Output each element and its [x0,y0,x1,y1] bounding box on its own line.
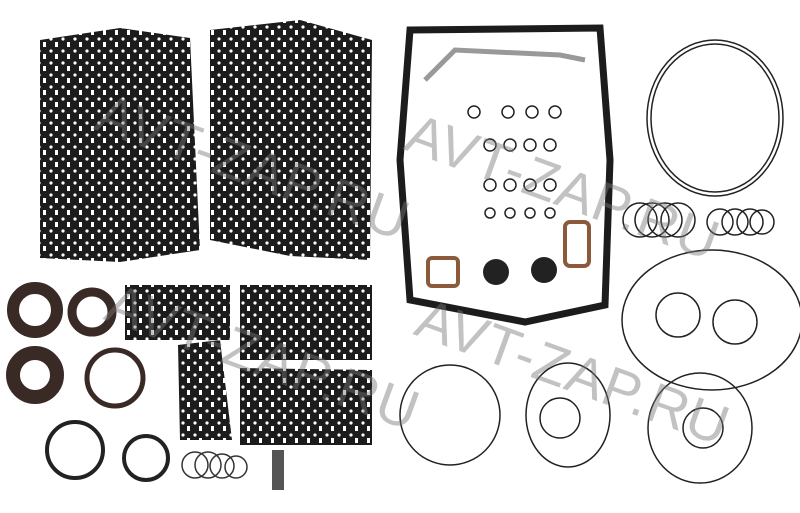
shaft-seal [6,346,64,404]
shaft-seal [7,282,63,338]
small-plate-1 [125,285,230,340]
shaft-seal [67,287,117,337]
small-plate-4 [240,368,372,445]
plug [483,259,509,285]
valve-plate-left [40,28,200,262]
oil-pan-gasket [396,24,614,326]
filter [272,450,284,490]
seal-ring [122,434,170,482]
seal-ring [84,347,146,409]
plug [531,257,557,283]
valve-plate-right [210,20,372,260]
small-plate-3 [178,340,232,440]
seal-ring [45,420,105,480]
small-plate-2 [240,285,372,360]
